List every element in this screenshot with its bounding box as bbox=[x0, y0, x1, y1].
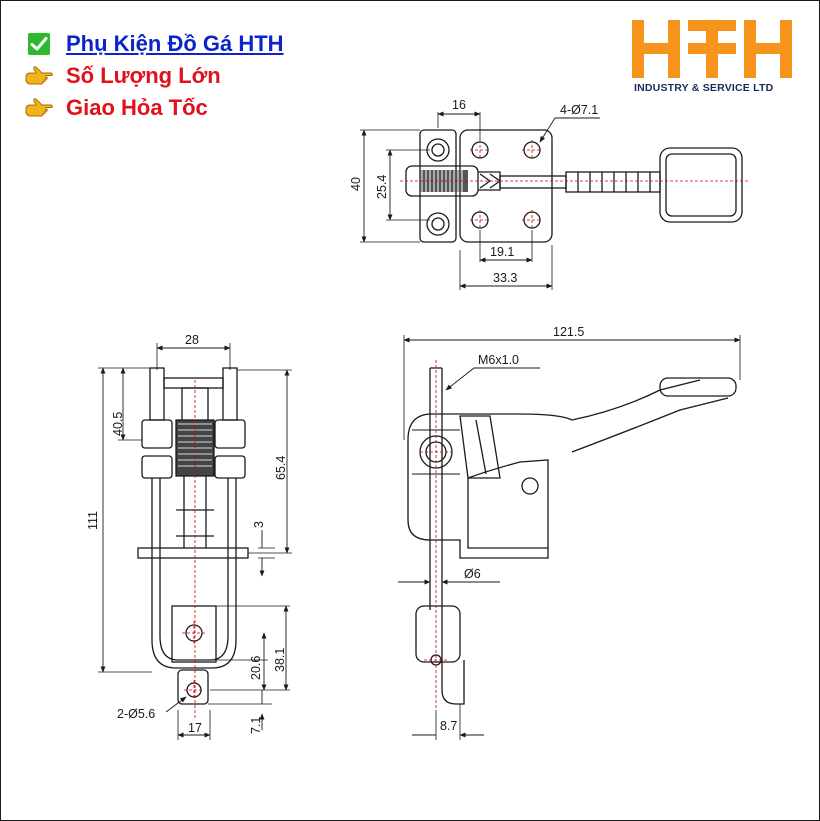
promo-text-express-delivery: Giao Hỏa Tốc bbox=[66, 95, 208, 120]
pointing-hand-icon bbox=[24, 64, 54, 88]
side-view bbox=[398, 335, 741, 740]
dim-label: 65.4 bbox=[274, 456, 288, 480]
dim-label: 16 bbox=[452, 98, 466, 112]
pointing-hand-icon bbox=[24, 96, 54, 120]
dim-label: 40.5 bbox=[111, 412, 125, 436]
promo-text-large-quantity: Số Lượng Lớn bbox=[66, 63, 221, 88]
top-view bbox=[360, 111, 750, 290]
dim-label: 19.1 bbox=[490, 245, 514, 259]
dim-label: 17 bbox=[188, 721, 202, 735]
dim-label: 121.5 bbox=[553, 325, 584, 339]
dim-label: 2-Ø5.6 bbox=[117, 707, 155, 721]
dim-label: 111 bbox=[86, 511, 100, 530]
dim-label: 33.3 bbox=[493, 271, 517, 285]
promo-item: Phụ Kiện Đồ Gá HTH bbox=[24, 28, 284, 60]
dim-label: M6x1.0 bbox=[478, 353, 519, 367]
dim-label: 38.1 bbox=[273, 648, 287, 672]
dim-label: 4-Ø7.1 bbox=[560, 103, 598, 117]
promo-list: Phụ Kiện Đồ Gá HTH Số Lượng Lớn Giao Hỏa… bbox=[24, 28, 284, 124]
dim-label: 20.6 bbox=[249, 656, 263, 680]
dim-label: 25.4 bbox=[375, 175, 389, 199]
promo-link-accessories[interactable]: Phụ Kiện Đồ Gá HTH bbox=[66, 31, 284, 56]
dim-label: 28 bbox=[185, 333, 199, 347]
promo-item: Số Lượng Lớn bbox=[24, 60, 284, 92]
logo-subtitle: INDUSTRY & SERVICE LTD bbox=[634, 82, 774, 94]
hth-logo bbox=[632, 20, 792, 78]
check-icon bbox=[24, 32, 54, 56]
dim-label: 40 bbox=[349, 177, 363, 191]
front-view bbox=[98, 343, 292, 740]
dim-label: Ø6 bbox=[464, 567, 481, 581]
dim-label: 8.7 bbox=[440, 719, 457, 733]
promo-item: Giao Hỏa Tốc bbox=[24, 92, 284, 124]
dim-label: 3 bbox=[252, 521, 266, 528]
dim-label: 7.1 bbox=[249, 717, 263, 734]
